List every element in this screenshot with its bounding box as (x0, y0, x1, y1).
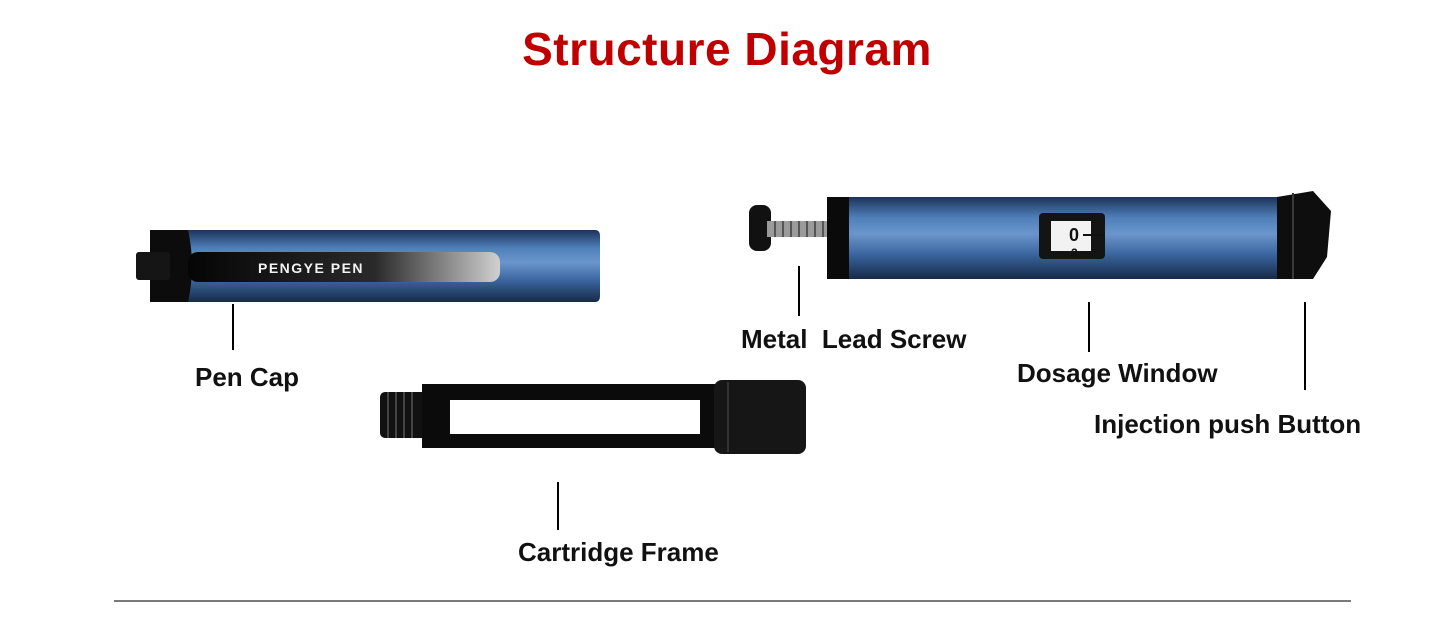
pen-body-illustration: 0 2 (749, 191, 1331, 279)
cartridge-frame-label: Cartridge Frame (518, 537, 719, 567)
pen-cap-illustration: PENGYE PEN (136, 230, 600, 302)
dosage-number-bottom: 2 (1071, 246, 1078, 260)
page-title: Structure Diagram (522, 23, 932, 75)
lead-screw-leader (798, 266, 800, 316)
cartridge-frame-illustration (380, 380, 806, 454)
dosage-window-leader (1088, 302, 1090, 352)
dosage-window-label: Dosage Window (1017, 358, 1218, 388)
pen-cap-leader (232, 304, 234, 350)
pen-cap-label: Pen Cap (195, 362, 300, 392)
bottom-divider (114, 600, 1351, 602)
metal-lead-screw-label: Metal Lead Screw (741, 324, 967, 354)
pen-brand-text: PENGYE PEN (258, 260, 364, 276)
injection-push-button-label: Injection push Button (1094, 409, 1362, 439)
cartridge-frame-leader (557, 482, 559, 530)
dosage-number-top: 0 (1069, 225, 1079, 245)
injection-button-leader (1304, 302, 1306, 390)
